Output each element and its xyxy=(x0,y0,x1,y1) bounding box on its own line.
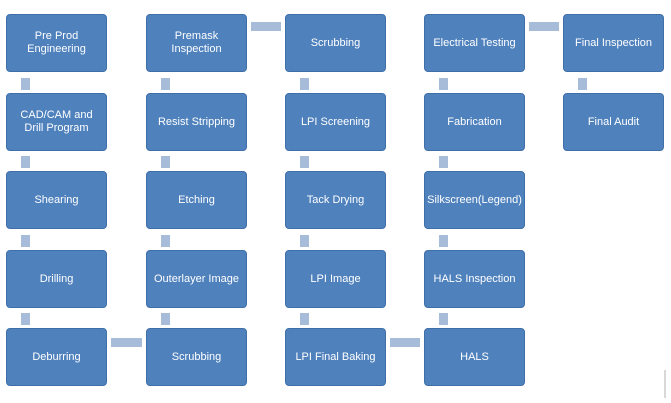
connector xyxy=(21,313,30,325)
connector xyxy=(300,156,309,168)
step-scrubbing-2: Scrubbing xyxy=(285,14,386,72)
step-shearing: Shearing xyxy=(6,171,107,229)
connector xyxy=(251,22,281,31)
connector xyxy=(300,78,309,90)
connector xyxy=(161,78,170,90)
step-etching: Etching xyxy=(146,171,247,229)
connector xyxy=(111,338,142,347)
step-label: Pre Prod Engineering xyxy=(27,30,86,55)
step-lpi-image: LPI Image xyxy=(285,250,386,308)
step-scrubbing-1: Scrubbing xyxy=(146,328,247,386)
connector xyxy=(439,78,448,90)
connector xyxy=(390,338,420,347)
step-label: Outerlayer Image xyxy=(154,272,239,285)
connector xyxy=(439,156,448,168)
step-label: Final Audit xyxy=(587,115,640,128)
step-label: Resist Stripping xyxy=(157,115,236,128)
step-label: Etching xyxy=(178,193,215,206)
step-label: Silkscreen(Legend) xyxy=(427,193,522,206)
step-drilling: Drilling xyxy=(6,250,107,308)
step-electrical-testing: Electrical Testing xyxy=(424,14,525,72)
step-label: Fabrication xyxy=(447,115,502,128)
step-label: Drilling xyxy=(39,272,74,285)
step-hals-inspection: HALS Inspection xyxy=(424,250,525,308)
step-cad-cam-drill-program: CAD/CAM and Drill Program xyxy=(6,93,107,151)
connector xyxy=(578,78,587,90)
connector xyxy=(161,313,170,325)
step-label: Tack Drying xyxy=(306,193,365,206)
step-label: HALS Inspection xyxy=(433,272,516,285)
step-tack-drying: Tack Drying xyxy=(285,171,386,229)
step-label: LPI Final Baking xyxy=(295,350,376,363)
step-label: CAD/CAM and Drill Program xyxy=(20,109,93,134)
step-label: HALS xyxy=(460,350,489,363)
step-silkscreen-legend: Silkscreen(Legend) xyxy=(424,171,525,229)
step-hals: HALS xyxy=(424,328,525,386)
step-final-inspection: Final Inspection xyxy=(563,14,664,72)
step-label: Scrubbing xyxy=(310,36,361,49)
connector xyxy=(21,235,30,247)
connector xyxy=(161,235,170,247)
step-pre-prod-engineering: Pre Prod Engineering xyxy=(6,14,107,72)
connector xyxy=(439,313,448,325)
step-label: Shearing xyxy=(34,193,79,206)
step-label: Final Inspection xyxy=(574,36,653,49)
step-resist-stripping: Resist Stripping xyxy=(146,93,247,151)
connector xyxy=(529,22,559,31)
step-label: LPI Screening xyxy=(300,115,371,128)
step-label: Premask Inspection xyxy=(171,30,222,55)
step-premask-inspection: Premask Inspection xyxy=(146,14,247,72)
connector xyxy=(21,156,30,168)
connector xyxy=(161,156,170,168)
connector xyxy=(439,235,448,247)
step-label: Electrical Testing xyxy=(433,36,516,49)
step-outerlayer-image: Outerlayer Image xyxy=(146,250,247,308)
step-fabrication: Fabrication xyxy=(424,93,525,151)
connector xyxy=(21,78,30,90)
step-final-audit: Final Audit xyxy=(563,93,664,151)
connector xyxy=(300,235,309,247)
window-edge-divider xyxy=(664,370,666,398)
step-deburring: Deburring xyxy=(6,328,107,386)
step-lpi-screening: LPI Screening xyxy=(285,93,386,151)
step-lpi-final-baking: LPI Final Baking xyxy=(285,328,386,386)
step-label: LPI Image xyxy=(310,272,361,285)
step-label: Deburring xyxy=(32,350,81,363)
connector xyxy=(300,313,309,325)
step-label: Scrubbing xyxy=(171,350,222,363)
